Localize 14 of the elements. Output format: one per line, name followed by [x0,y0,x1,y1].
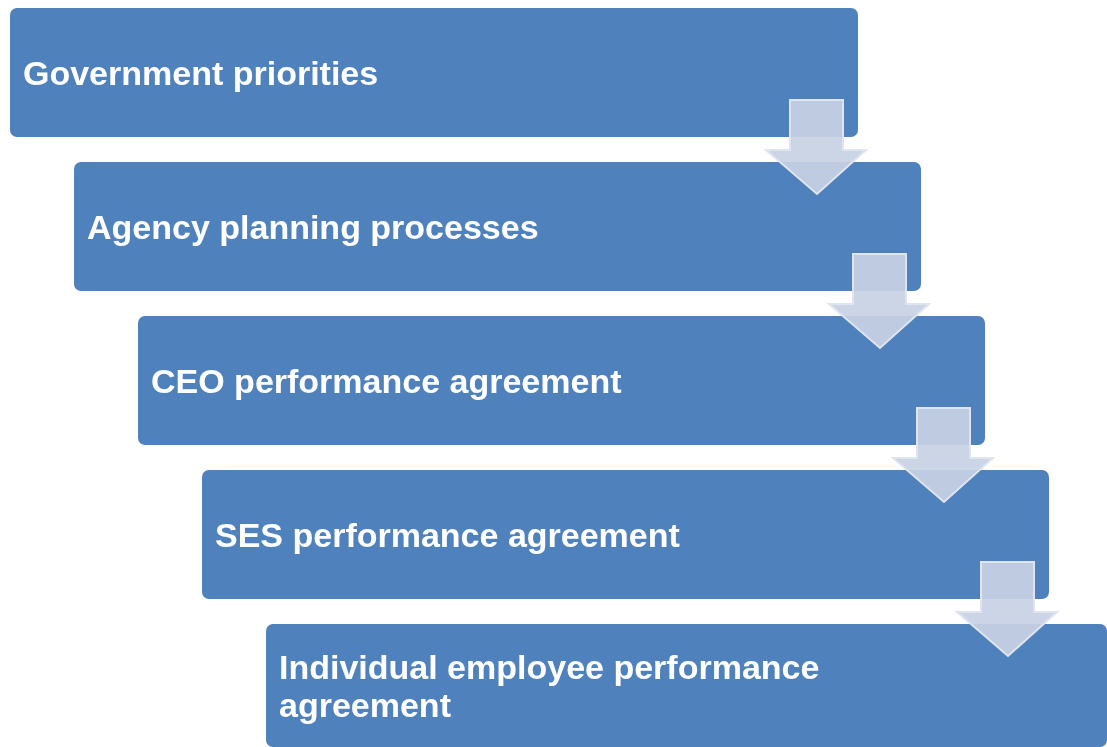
process-box [138,316,985,445]
down-arrow [890,407,996,504]
process-box [10,8,858,137]
down-arrow [954,561,1060,658]
box-label: Agency planning processes [87,207,539,246]
box-label: Government priorities [23,53,379,92]
box-label: CEO performance agreement [151,361,622,400]
down-arrow [763,99,869,196]
box-label: Individual employee performance agreement [279,647,821,724]
process-box [202,470,1049,599]
down-arrow [826,253,932,350]
process-box [266,624,1107,747]
process-box [74,162,921,291]
box-label: SES performance agreement [215,515,680,554]
